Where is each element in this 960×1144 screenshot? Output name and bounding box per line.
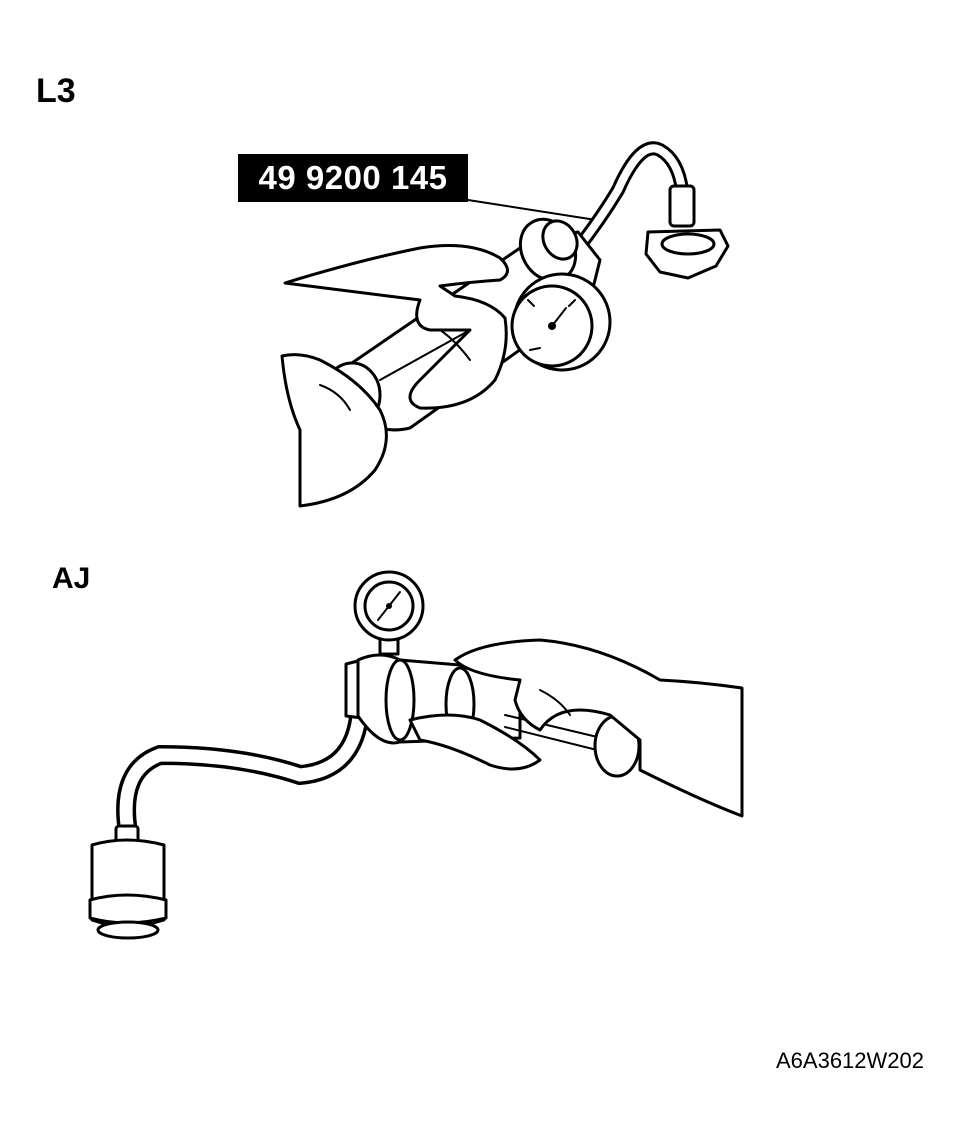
l3-hose-fitting [668,184,696,228]
figure-code: A6A3612W202 [776,1048,924,1073]
part-leader-line [467,199,597,221]
hand-icon [283,244,509,410]
l3-tester-illustration [280,141,730,508]
aj-tester-illustration [88,570,744,940]
hand-icon [453,638,744,818]
part-number-label: 49 9200 145 [238,154,468,202]
model-label-l3: L3 [36,72,76,110]
pressure-gauge-icon [353,570,425,656]
pressure-gauge-icon [510,272,612,372]
radiator-cap-adapter-icon [88,824,168,940]
model-label-aj: AJ [52,562,91,595]
